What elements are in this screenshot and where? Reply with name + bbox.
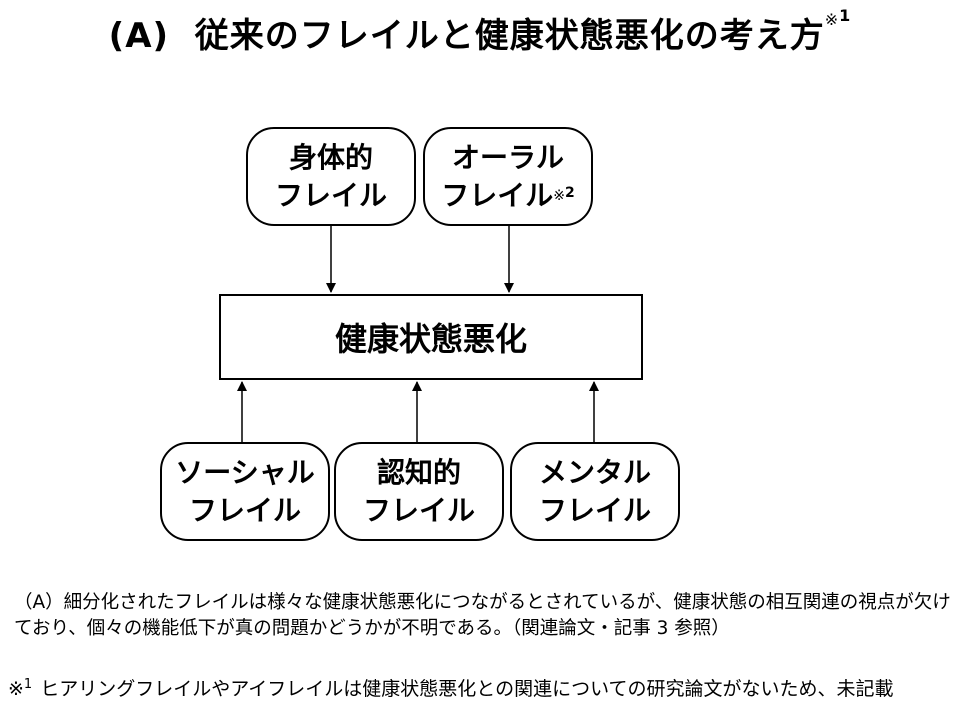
- node-oral-frailty: オーラル フレイル※2: [423, 127, 593, 226]
- oral-frailty-ref-number: 2: [565, 184, 575, 201]
- node-mental-frailty-line2: フレイル: [538, 493, 651, 527]
- node-physical-frailty: 身体的 フレイル: [246, 127, 416, 226]
- node-social-frailty-line2: フレイル: [188, 493, 301, 527]
- node-mental-frailty-line1: メンタル: [538, 455, 651, 489]
- node-social-frailty: ソーシャル フレイル: [160, 442, 330, 541]
- footnote-text: ヒアリングフレイルやアイフレイルは健康状態悪化との関連についての研究論文がないた…: [40, 678, 894, 700]
- health-deterioration-box: 健康状態悪化: [219, 294, 643, 380]
- node-social-frailty-line1: ソーシャル: [175, 455, 315, 489]
- figure-title-label: (A): [108, 16, 170, 56]
- footnote: ※1 ヒアリングフレイルやアイフレイルは健康状態悪化との関連についての研究論文がな…: [8, 676, 958, 702]
- footnote-number: 1: [23, 677, 33, 692]
- figure-title-text: 従来のフレイルと健康状態悪化の考え方: [194, 16, 825, 56]
- node-mental-frailty: メンタル フレイル: [510, 442, 680, 541]
- title-ref-number: 1: [839, 6, 852, 25]
- node-cognitive-frailty: 認知的 フレイル: [334, 442, 504, 541]
- node-cognitive-frailty-line1: 認知的: [376, 455, 461, 489]
- node-oral-frailty-line1: オーラル: [451, 140, 564, 174]
- node-cognitive-frailty-line2: フレイル: [362, 493, 475, 527]
- figure-caption: （A）細分化されたフレイルは様々な健康状態悪化につながるとされているが、健康状態…: [14, 592, 951, 639]
- health-deterioration-label: 健康状態悪化: [334, 320, 527, 358]
- footnote-mark: ※: [8, 678, 24, 700]
- figure-title: (A) 従来のフレイルと健康状態悪化の考え方※1: [0, 6, 960, 57]
- node-oral-frailty-line2: フレイル: [441, 178, 554, 212]
- title-ref-mark: ※: [824, 10, 840, 29]
- node-physical-frailty-line1: 身体的: [288, 140, 373, 174]
- oral-frailty-ref-mark: ※: [553, 187, 565, 204]
- node-physical-frailty-line2: フレイル: [274, 178, 387, 212]
